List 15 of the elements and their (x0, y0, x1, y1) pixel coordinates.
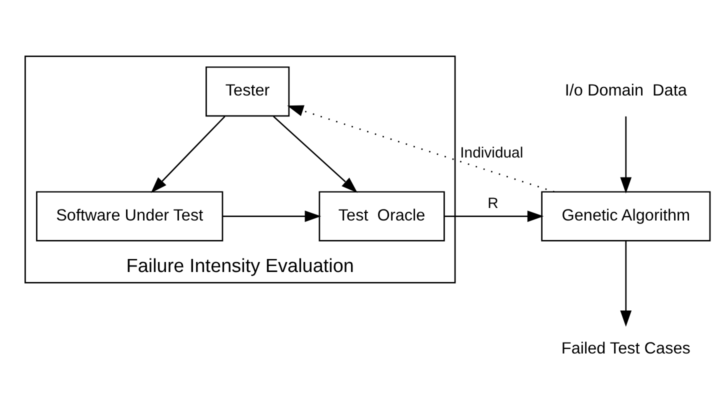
arrow (222, 210, 322, 222)
node-box: Tester (206, 66, 290, 117)
node-box: Genetic Algorithm (541, 191, 711, 242)
arrow (620, 240, 632, 327)
edge-label: Individual (460, 146, 524, 162)
arrow (287, 105, 554, 192)
arrow (150, 116, 226, 193)
arrow (273, 116, 358, 193)
edge-label: R (488, 196, 498, 212)
node-box: Test Oracle (318, 191, 445, 242)
arrow (620, 116, 632, 194)
node-text: I/o Domain Data (564, 82, 687, 100)
arrow (444, 210, 544, 222)
node-text: Failed Test Cases (561, 339, 690, 358)
node-box: Software Under Test (36, 191, 224, 242)
